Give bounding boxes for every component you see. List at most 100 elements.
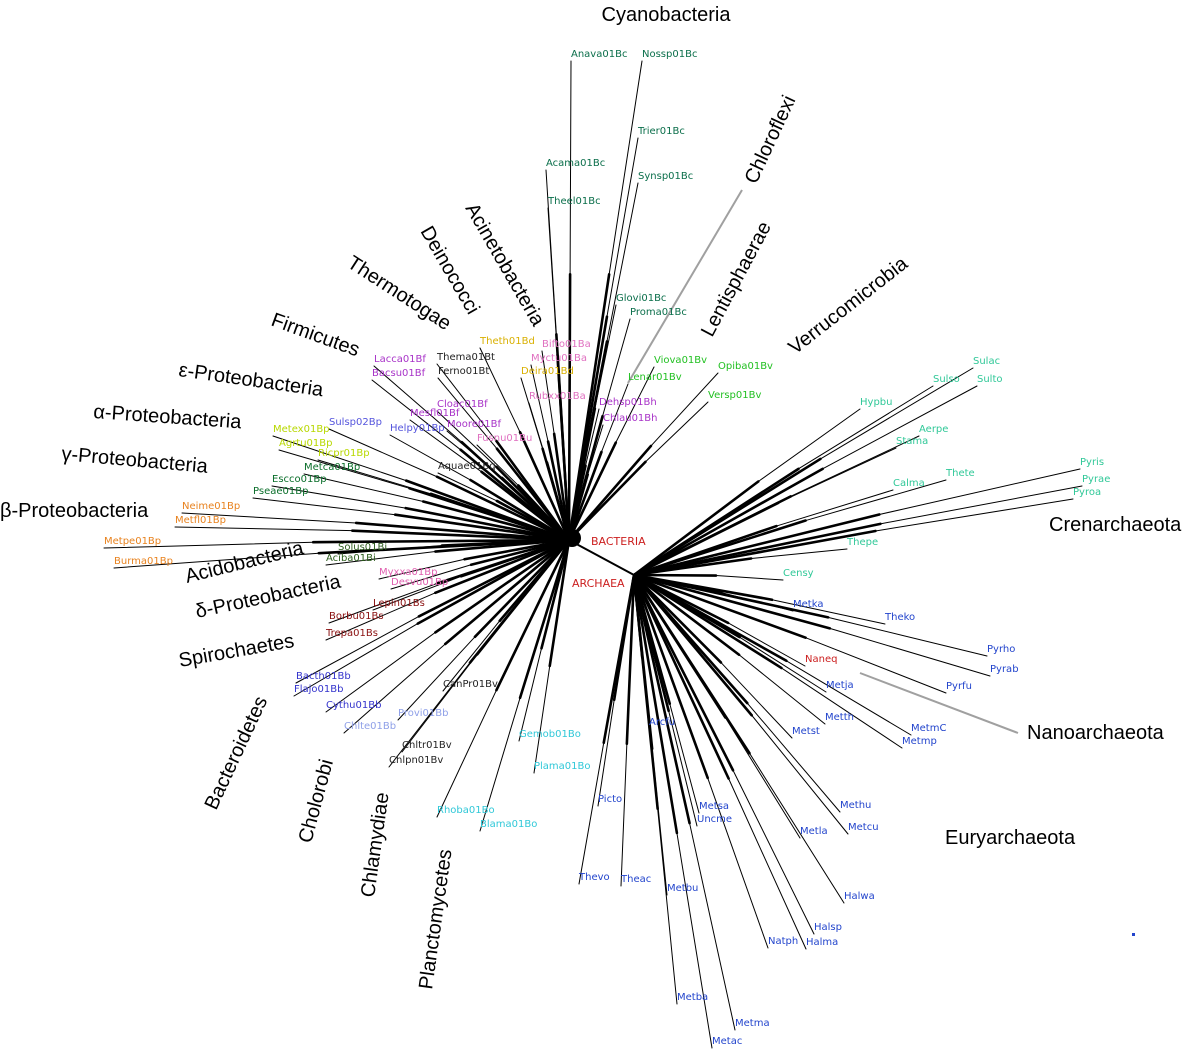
taxon-label-Metsa: Metsa — [699, 801, 729, 812]
group-label-euryarchaeota: Euryarchaeota — [945, 827, 1076, 849]
branch-internal-Theac — [625, 573, 636, 746]
branch-internal-Chlte01Bb — [443, 538, 571, 646]
branch-internal-Thevo — [602, 573, 636, 745]
taxon-label-Rubxx01Ba: Rubxx01Ba — [529, 391, 586, 402]
branch-Theth01Bd — [479, 347, 521, 433]
tree-branches — [103, 60, 1083, 1049]
branch-Halwa — [749, 752, 845, 904]
group-label-chloroflexi: Chloroflexi — [741, 92, 801, 187]
branch-Lacca01Bf — [373, 365, 463, 443]
branch-Chlpn01Bv — [388, 662, 471, 768]
taxon-label-Pseae01Bp: Pseae01Bp — [253, 486, 308, 497]
branch-Aciba01Bi — [325, 551, 436, 566]
branch-Sulto — [822, 385, 978, 470]
taxon-label-Arcfu: Arcfu — [649, 717, 675, 728]
taxon-label-Cloac01Bf: Cloac01Bf — [437, 399, 488, 410]
taxon-label-Chlte01Bb: Chlte01Bb — [344, 721, 396, 732]
taxon-label-Theko: Theko — [884, 612, 915, 623]
branch-internal-Theth01Bd — [518, 430, 571, 542]
taxon-label-Naneq: Naneq — [805, 654, 837, 665]
branch-internal-Metmp — [632, 573, 783, 670]
taxon-label-Blama01Bo: Blama01Bo — [480, 819, 537, 830]
branch-Halsp — [732, 769, 815, 935]
branch-internal-Blama01Bo — [518, 538, 571, 700]
branch-Naneq — [727, 622, 806, 667]
taxon-label-Thete: Thete — [945, 468, 975, 479]
branch-internal-Metma — [632, 573, 691, 825]
branch-internal-Trepa01Bs — [434, 538, 571, 595]
taxon-label-Solus01Bi: Solus01Bi — [338, 542, 387, 553]
taxon-label-Versp01Bv: Versp01Bv — [708, 390, 761, 401]
branch-Sulac — [819, 367, 974, 460]
taxon-label-Chltr01Bv: Chltr01Bv — [402, 740, 452, 751]
branch-internal-Calma — [632, 524, 778, 577]
branch-internal-Viova01Bv — [567, 441, 618, 542]
branch-Metac — [676, 832, 713, 1049]
taxon-label-Sulto: Sulto — [977, 374, 1003, 385]
taxon-label-Halsp: Halsp — [814, 922, 842, 933]
branch-Dehsp01Bh — [585, 408, 600, 467]
taxon-label-Bifto01Ba: Bifto01Ba — [542, 339, 591, 350]
taxon-label-Flajo01Bb: Flajo01Bb — [294, 684, 344, 695]
taxon-label-Borbu01Bs: Borbu01Bs — [329, 611, 384, 622]
taxon-label-Calma: Calma — [893, 478, 925, 489]
group-label-crenarchaeota: Crenarchaeota — [1049, 514, 1182, 536]
taxon-label-Viova01Bv: Viova01Bv — [654, 355, 707, 366]
branch-Theko — [771, 599, 886, 625]
taxon-label-Hypbu: Hypbu — [860, 397, 892, 408]
branch-Provi01Bb — [397, 636, 476, 721]
taxon-label-Bacsu01Bf: Bacsu01Bf — [372, 368, 426, 379]
taxon-label-Myxxa01Bp: Myxxa01Bp — [379, 567, 437, 578]
stray-dot — [1132, 933, 1135, 936]
taxon-label-Stama: Stama — [896, 436, 928, 447]
taxon-label-Metac: Metac — [712, 1036, 742, 1047]
branch-internal-Rhoba01Bo — [495, 538, 571, 692]
branch-Blama01Bo — [479, 697, 521, 832]
branch-Metla — [724, 716, 801, 839]
taxon-label-Pyrfu: Pyrfu — [946, 681, 972, 692]
branch-internal-Flajo01Bb — [416, 538, 571, 625]
taxon-label-Metbu: Metbu — [667, 883, 698, 894]
branch-internal-Theel01Bc — [556, 353, 571, 542]
branch-Trepa01Bs — [325, 592, 436, 641]
group-label-alpha-proteobacteria: α-Proteobacteria — [93, 401, 243, 433]
branch-Pyroa — [874, 498, 1074, 532]
taxon-label-Provi01Bb: Provi01Bb — [398, 708, 449, 719]
taxon-label-Chlau01Bh: Chlau01Bh — [603, 413, 658, 424]
taxon-label-Pyrab: Pyrab — [990, 664, 1019, 675]
branch-Ricpr01Bp — [317, 459, 432, 495]
branch-Sulso — [797, 385, 934, 470]
branch-Metth — [738, 654, 826, 725]
taxon-label-Agrtu01Bp: Agrtu01Bp — [279, 438, 333, 449]
branch-Metja — [739, 636, 827, 693]
branch-internal-Ricpr01Bp — [429, 492, 571, 542]
taxon-label-Thema01Bt: Thema01Bt — [436, 352, 495, 363]
branch-internal-Metth — [632, 573, 741, 657]
branch-internal-Sulso — [632, 467, 800, 577]
branch-Metst — [720, 661, 793, 739]
branch-internal-Borbu01Bs — [435, 538, 571, 585]
taxon-label-Dehsp01Bh: Dehsp01Bh — [599, 397, 657, 408]
branch-Versp01Bv — [644, 401, 709, 463]
branch-Cloac01Bf — [436, 410, 497, 468]
taxon-label-Pyris: Pyris — [1080, 457, 1104, 468]
branch-Methu — [746, 702, 841, 813]
taxon-label-Metmp: Metmp — [902, 736, 937, 747]
taxon-label-Nossp01Bc: Nossp01Bc — [642, 49, 697, 60]
taxon-label-Halwa: Halwa — [844, 891, 875, 902]
branch-internal-Censy — [632, 573, 718, 577]
taxon-label-Proma01Bc: Proma01Bc — [630, 307, 687, 318]
branch-Metcu — [751, 714, 849, 835]
branch-internal-Metcu — [632, 573, 754, 717]
branch-internal-Mesfl01Bf — [480, 470, 571, 542]
group-label-gamma-proteobacteria: γ-Proteobacteria — [61, 443, 210, 478]
branch-Fusnu01Bu — [476, 444, 519, 487]
group-label-cyanobacteria: Cyanobacteria — [602, 4, 732, 26]
branch-internal-Metba — [632, 573, 659, 811]
branch-Metex01Bp — [272, 435, 407, 482]
branch-Halma — [728, 778, 807, 950]
taxon-label-Methu: Methu — [840, 800, 871, 811]
branch-internal-Aquae01Bq — [495, 499, 571, 542]
branch-Chlte01Bb — [343, 643, 446, 734]
